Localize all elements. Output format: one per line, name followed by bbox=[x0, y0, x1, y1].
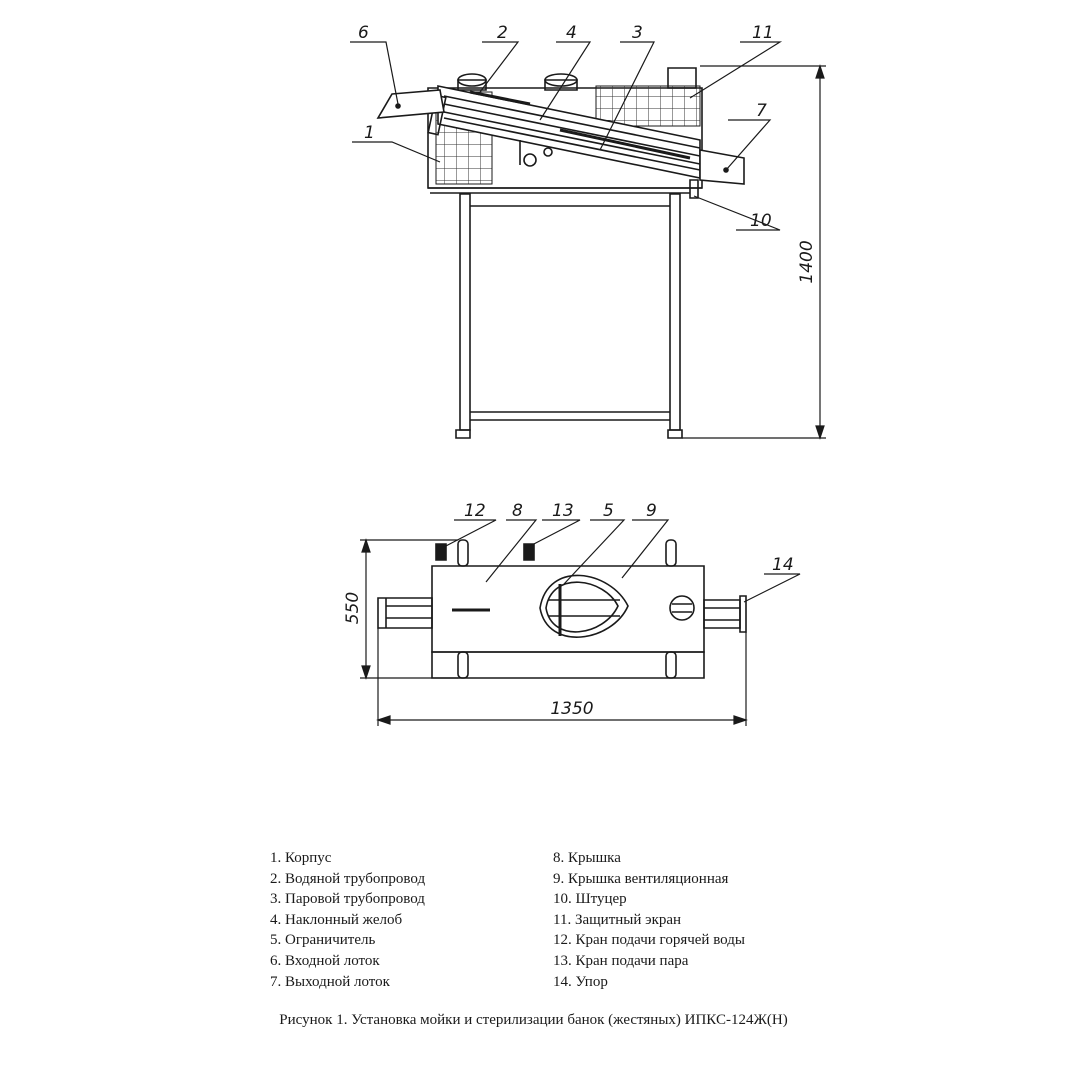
legend-item: 5. Ограничитель bbox=[270, 932, 376, 949]
hot-water-valve bbox=[436, 544, 446, 560]
stop-block bbox=[704, 596, 746, 632]
legend-item: 3. Паровой трубопровод bbox=[270, 891, 425, 908]
legend-item: 14. Упор bbox=[553, 973, 608, 990]
legend-item: 11. Защитный экран bbox=[553, 911, 682, 928]
legend-item: 8. Крышка bbox=[553, 850, 621, 866]
callout-9: 9 bbox=[646, 501, 657, 521]
legend-item: 6. Входной лоток bbox=[270, 952, 380, 969]
legend-left: 1. Корпус 2. Водяной трубопровод 3. Паро… bbox=[270, 848, 425, 992]
callout-2: 2 bbox=[497, 23, 508, 43]
callout-7: 7 bbox=[756, 101, 767, 121]
callout-12: 12 bbox=[464, 501, 486, 521]
figure-caption: Рисунок 1. Установка мойки и стерилизаци… bbox=[279, 1012, 788, 1028]
legend-item: 2. Водяной трубопровод bbox=[270, 870, 426, 887]
top-view bbox=[360, 520, 800, 726]
callout-8: 8 bbox=[512, 501, 523, 521]
callout-6: 6 bbox=[358, 23, 369, 43]
dimension-length-label: 1350 bbox=[550, 699, 593, 719]
callout-5: 5 bbox=[603, 501, 614, 521]
callout-11: 11 bbox=[752, 23, 774, 43]
vent-round bbox=[670, 596, 694, 620]
legend-item: 10. Штуцер bbox=[553, 891, 627, 908]
stand-frame bbox=[456, 194, 682, 438]
legend-item: 13. Кран подачи пара bbox=[553, 952, 689, 969]
callout-3: 3 bbox=[632, 23, 643, 43]
output-tray bbox=[700, 150, 744, 184]
limiter-window bbox=[540, 575, 628, 637]
steam-pipe bbox=[560, 130, 690, 158]
legend-item: 1. Корпус bbox=[270, 850, 332, 866]
top-leaders bbox=[442, 520, 800, 602]
technical-drawing: 6 2 4 3 11 7 1 10 12 8 13 5 9 14 1400 55… bbox=[343, 23, 1067, 830]
front-leaders bbox=[350, 42, 780, 230]
input-tray-top bbox=[378, 598, 432, 628]
dimension-height-label: 1400 bbox=[797, 240, 817, 283]
posts bbox=[458, 540, 676, 678]
vent-stub bbox=[668, 68, 696, 88]
legend-item: 12. Кран подачи горячей воды bbox=[553, 932, 745, 949]
input-tray bbox=[378, 90, 444, 118]
legend-item: 9. Крышка вентиляционная bbox=[553, 870, 729, 887]
steam-valve bbox=[524, 544, 534, 560]
callout-13: 13 bbox=[552, 501, 574, 521]
height-dimension bbox=[682, 66, 826, 438]
callout-4: 4 bbox=[566, 23, 577, 43]
length-dimension bbox=[378, 628, 746, 726]
depth-dimension bbox=[360, 540, 458, 678]
front-view bbox=[350, 42, 826, 438]
callout-1: 1 bbox=[364, 123, 375, 143]
legend-item: 7. Выходной лоток bbox=[270, 973, 390, 990]
water-pipe bbox=[470, 92, 530, 104]
callout-10: 10 bbox=[750, 211, 772, 231]
legend-right: 8. Крышка 9. Крышка вентиляционная 10. Ш… bbox=[553, 848, 745, 992]
callout-14: 14 bbox=[772, 555, 794, 575]
dimension-depth-label: 550 bbox=[343, 592, 363, 624]
legend-item: 4. Наклонный желоб bbox=[270, 911, 403, 928]
fitting bbox=[690, 180, 698, 198]
